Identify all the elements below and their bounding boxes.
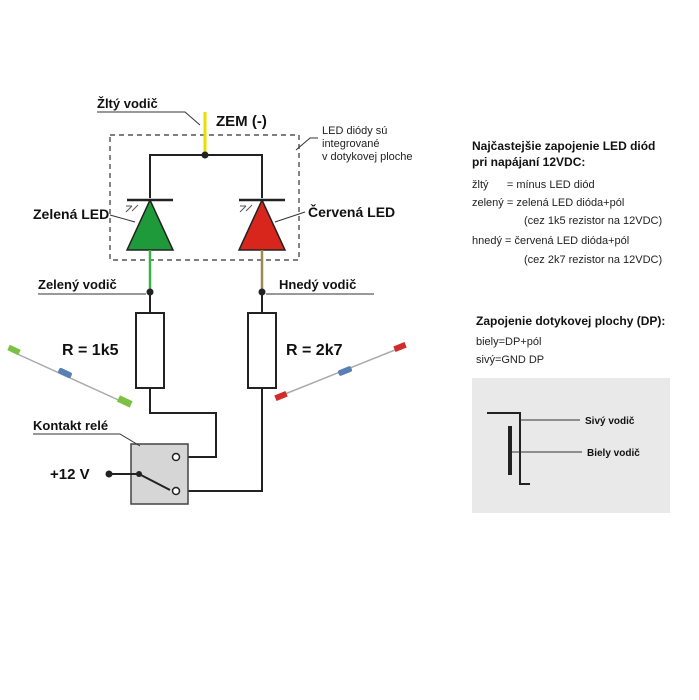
green-wire-label: Zelený vodič bbox=[38, 277, 117, 292]
notes-title-line-1: Najčastejšie zapojenie LED diód bbox=[472, 139, 655, 153]
relay-switch-arm bbox=[138, 473, 171, 491]
led-note-line-2: integrované bbox=[322, 138, 380, 150]
notes-title-line-2: pri napájaní 12VDC: bbox=[472, 155, 585, 169]
notes-line-1: žltý = mínus LED diód bbox=[472, 179, 595, 191]
green-led-label: Zelená LED bbox=[33, 206, 109, 222]
resistor-2 bbox=[247, 312, 277, 389]
red-led-leader bbox=[274, 211, 306, 223]
relay-contact-bottom bbox=[171, 486, 181, 496]
green-wire-junction bbox=[146, 288, 154, 296]
led-note-leader bbox=[295, 137, 318, 151]
relay-leader bbox=[33, 433, 141, 447]
r2-label: R = 2k7 bbox=[286, 342, 343, 359]
top-bus-wire bbox=[149, 154, 263, 198]
yellow-wire-label: Žltý vodič bbox=[97, 96, 158, 111]
green-led-light-arrows-icon bbox=[125, 204, 139, 213]
resistor-photo-right bbox=[274, 341, 407, 402]
dp-title: Zapojenie dotykovej plochy (DP): bbox=[476, 314, 665, 328]
yellow-wire-leader bbox=[97, 111, 201, 126]
gray-wire-label: Sivý vodič bbox=[585, 416, 635, 427]
white-wire-label: Biely vodič bbox=[587, 448, 640, 459]
dp-line-2: sivý=GND DP bbox=[476, 354, 544, 366]
notes-line-3: (cez 1k5 rezistor na 12VDC) bbox=[524, 215, 662, 227]
ground-junction bbox=[201, 151, 209, 159]
red-led-light-arrows-icon bbox=[239, 204, 253, 213]
notes-line-5: (cez 2k7 rezistor na 12VDC) bbox=[524, 254, 662, 266]
green-led-leader bbox=[109, 214, 136, 223]
r2-to-relay-wire bbox=[176, 388, 263, 492]
led-note-line-3: v dotykovej ploche bbox=[322, 151, 413, 163]
brown-wire-label: Hnedý vodič bbox=[279, 277, 356, 292]
relay-label: Kontakt relé bbox=[33, 418, 108, 433]
led-note-line-1: LED diódy sú bbox=[322, 125, 387, 137]
relay-contact-top bbox=[171, 452, 181, 462]
notes-line-2: zelený = zelená LED dióda+pól bbox=[472, 197, 624, 209]
red-led bbox=[237, 198, 287, 251]
r1-to-relay-wire bbox=[149, 388, 217, 458]
touch-plate-inset bbox=[472, 378, 670, 513]
supply-label: +12 V bbox=[50, 466, 90, 483]
brown-wire-junction bbox=[258, 288, 266, 296]
notes-line-4: hnedý = červená LED dióda+pól bbox=[472, 235, 629, 247]
red-led-label: Červená LED bbox=[308, 203, 395, 220]
ground-label: ZEM (-) bbox=[216, 113, 267, 130]
dp-line-1: biely=DP+pól bbox=[476, 336, 541, 348]
touch-plate-gray-electrode bbox=[487, 412, 530, 485]
resistor-1 bbox=[135, 312, 165, 389]
resistor-photo-left bbox=[7, 344, 133, 408]
green-led bbox=[125, 198, 175, 251]
r1-label: R = 1k5 bbox=[62, 342, 119, 359]
